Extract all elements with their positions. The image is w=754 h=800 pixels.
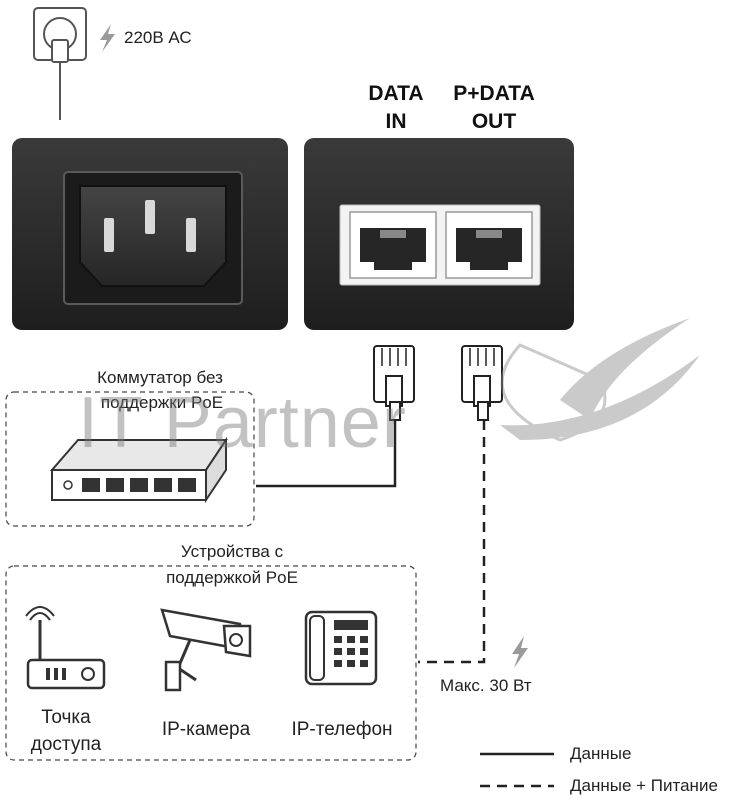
power-inlet-unit — [12, 138, 288, 330]
switch-label-line2: поддержки PoE — [100, 393, 224, 412]
access-point-icon — [25, 606, 106, 690]
data-in-port — [349, 211, 437, 279]
watermark-swoosh — [500, 318, 700, 442]
watermark-text: IT Partner — [78, 383, 407, 463]
switch-label-line1: Коммутатор без — [97, 368, 223, 387]
legend-data-label: Данные — [570, 744, 632, 763]
power-voltage-label: 220В АС — [124, 28, 192, 47]
ip-phone-label: IP-телефон — [291, 719, 393, 740]
lightning-bolt-icon — [100, 24, 115, 52]
ip-camera-icon — [160, 608, 252, 692]
switch-group-box — [5, 391, 255, 527]
ip-phone-icon — [304, 610, 378, 686]
access-point-label-line1: Точка — [41, 707, 91, 728]
wall-socket-icon — [33, 7, 87, 120]
pdata-out-header-line1: P+DATA — [453, 82, 535, 105]
data-in-header-line2: IN — [385, 110, 407, 133]
access-point-label-line2: доступа — [30, 734, 102, 755]
pdata-out-header-line2: OUT — [471, 110, 517, 133]
rj45-plug-data-in — [373, 345, 415, 421]
pdata-out-port — [445, 211, 533, 279]
max-power-label: Макс. 30 Вт — [440, 676, 532, 695]
data-cable — [256, 420, 397, 488]
legend-data-power-label: Данные + Питание — [570, 776, 718, 795]
rj45-plug-pdata-out — [461, 345, 503, 421]
poe-devices-label-line1: Устройства с — [180, 542, 284, 561]
data-in-header-line1: DATA — [368, 82, 424, 105]
poe-devices-group-box — [5, 565, 417, 761]
data-power-cable — [418, 420, 486, 664]
poe-devices-label-line2: поддержкой PoE — [166, 568, 298, 587]
max-power-bolt-icon — [512, 636, 528, 668]
ip-camera-label: IP-камера — [161, 719, 251, 740]
ethernet-port-unit — [304, 138, 574, 330]
network-switch-icon — [49, 436, 228, 504]
